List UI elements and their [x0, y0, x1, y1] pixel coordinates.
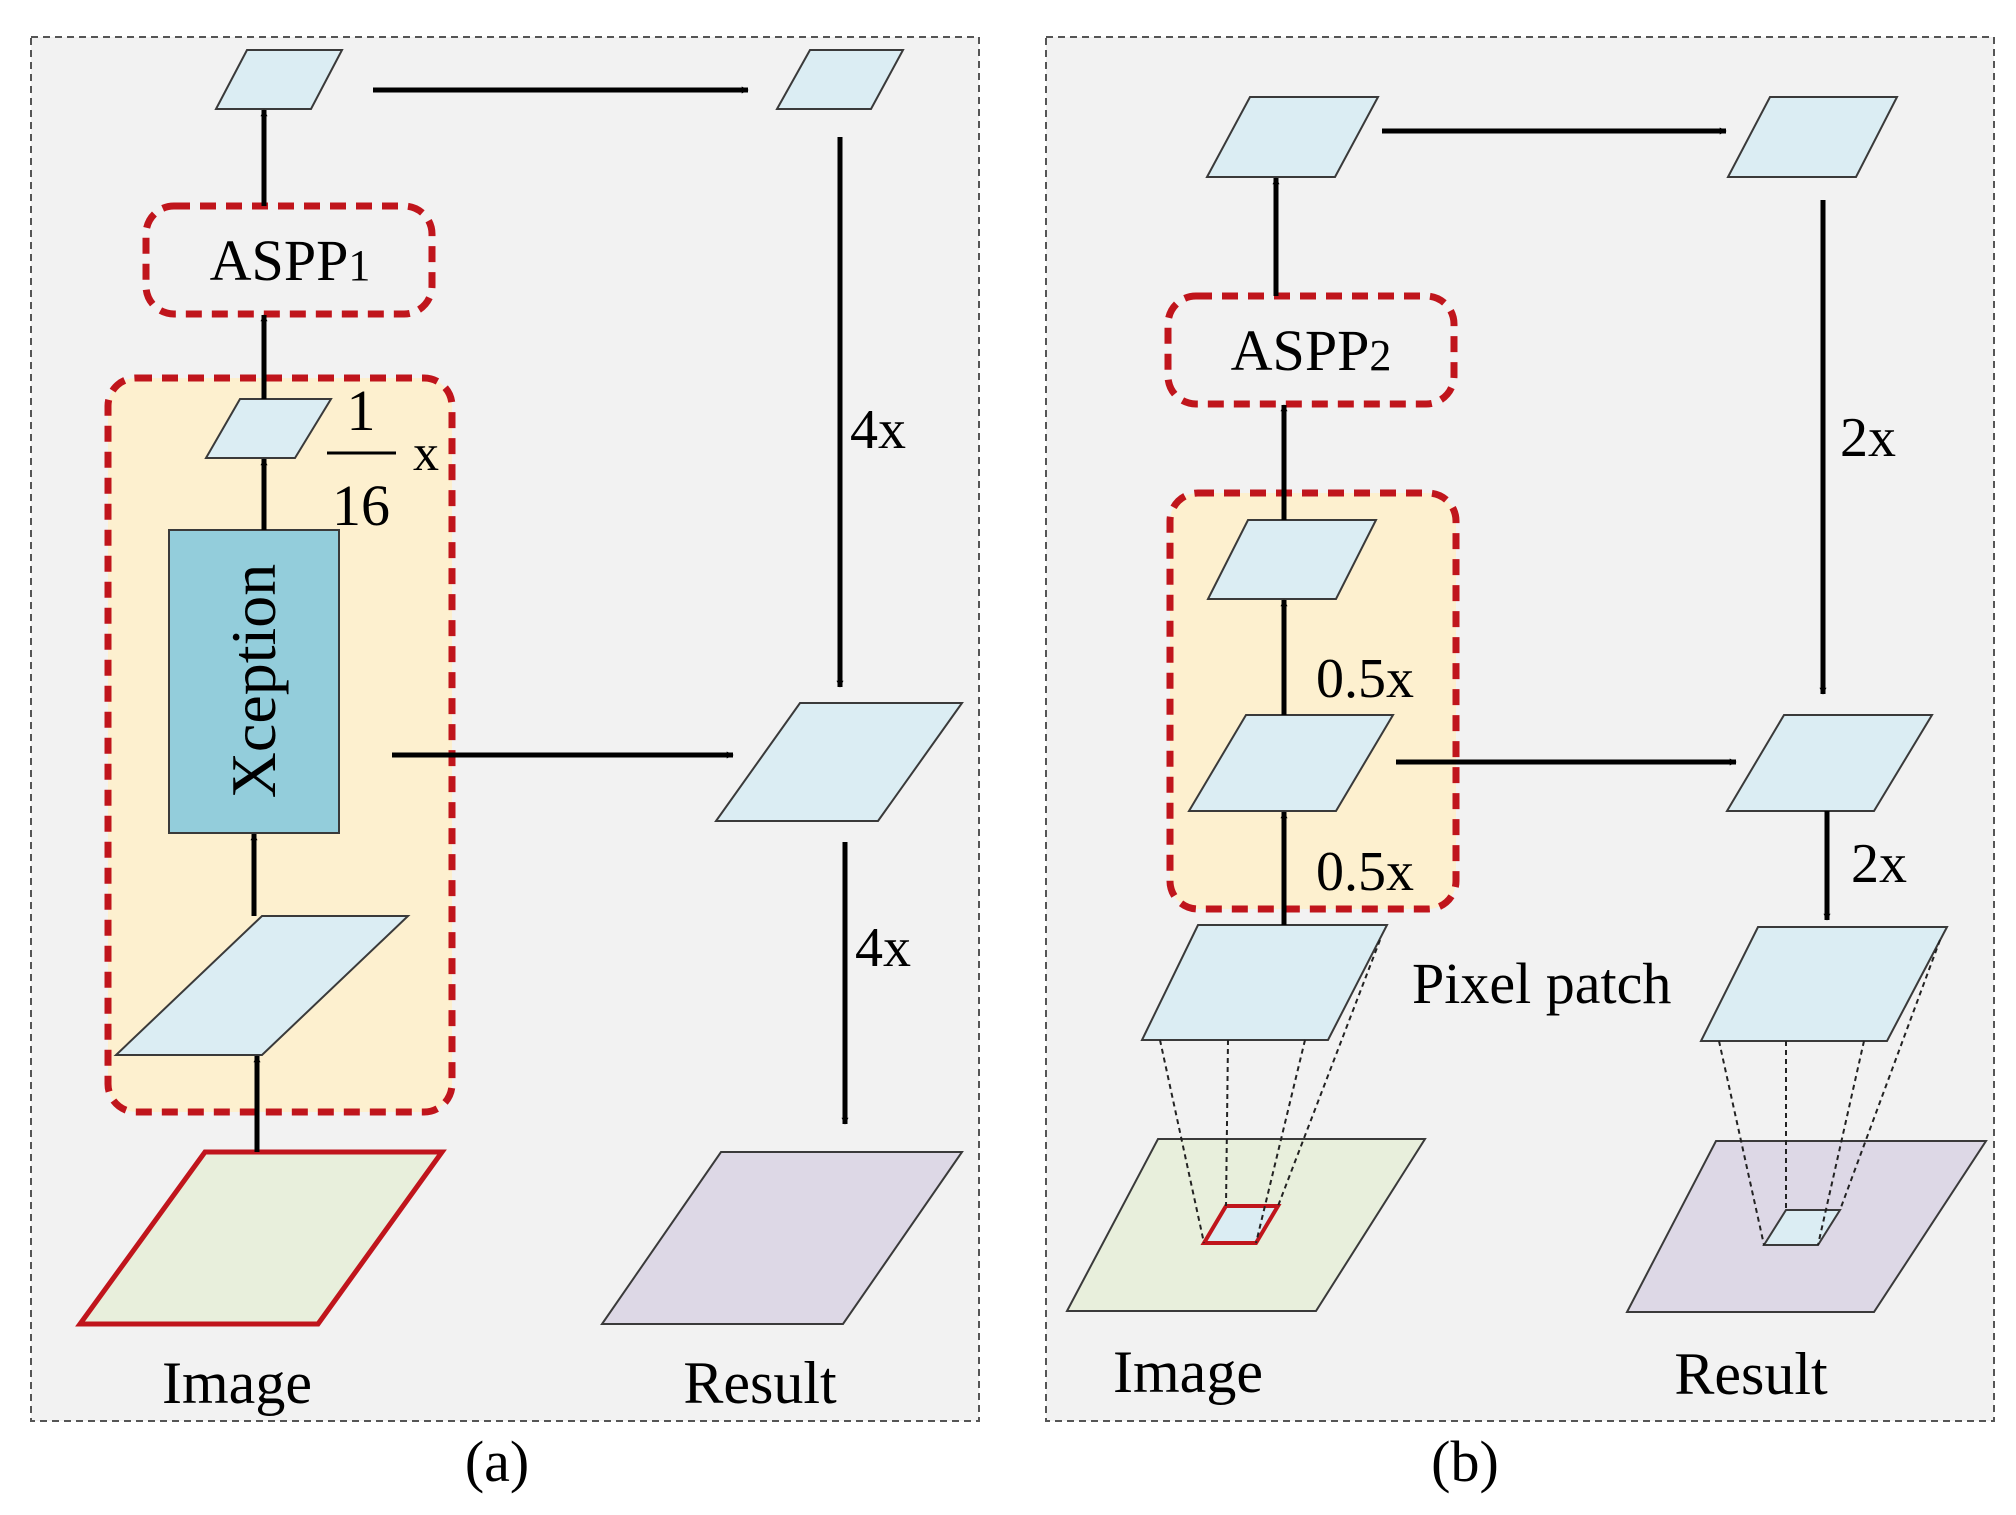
feature-map-a-middle-right	[714, 702, 964, 822]
image-label-b: Image	[1113, 1339, 1263, 1405]
feature-map-b-result-patch	[1699, 926, 1949, 1042]
xception-block	[168, 529, 340, 834]
feature-map-a-encoder-small	[204, 398, 333, 459]
feature-map-b-top-left	[1205, 96, 1380, 178]
upsample-label-a-bottom: 4x	[855, 917, 911, 979]
feature-map-a-encoder-large	[113, 915, 411, 1056]
caption-a: (a)	[465, 1429, 529, 1494]
projection-lines-result	[1718, 939, 1941, 1246]
fraction-numerator: 1	[347, 378, 376, 443]
feature-map-b-encoder-mid	[1187, 714, 1395, 812]
panel-b: ASPP2	[1045, 36, 1995, 1422]
upsample-label-a-top: 4x	[850, 399, 906, 461]
fraction-denominator: 16	[332, 473, 390, 538]
scale-label-b-lower: 0.5x	[1316, 841, 1414, 903]
panel-a: ASPP1 Xception 1 16 x 4x 4x Image Re	[30, 36, 980, 1422]
result-label-b: Result	[1674, 1341, 1828, 1407]
upsample-label-b-top: 2x	[1840, 407, 1896, 469]
pixel-patch-label: Pixel patch	[1412, 951, 1671, 1016]
aspp1-box	[142, 202, 436, 318]
result-map-a	[600, 1151, 964, 1325]
aspp2-box	[1164, 292, 1458, 408]
aspp1-label: ASPP1	[210, 228, 371, 293]
upsample-label-b-bottom: 2x	[1851, 833, 1907, 895]
feature-map-b-pixel-patch	[1140, 924, 1389, 1041]
caption-b: (b)	[1431, 1429, 1499, 1494]
feature-map-b-middle-right	[1725, 714, 1934, 812]
scale-label-b-upper: 0.5x	[1316, 648, 1414, 710]
fraction-suffix: x	[413, 425, 439, 482]
feature-map-b-top-right	[1726, 96, 1899, 178]
projection-lines-image	[1159, 939, 1381, 1244]
feature-map-a-top-right	[775, 49, 905, 110]
input-image-a	[75, 1149, 447, 1327]
image-label-a: Image	[162, 1350, 312, 1416]
feature-map-b-encoder-top	[1206, 519, 1378, 600]
aspp2-label: ASPP2	[1231, 318, 1392, 383]
xception-label: Xception	[218, 564, 289, 799]
result-label-a: Result	[683, 1350, 837, 1416]
feature-map-a-top-left	[214, 49, 344, 110]
